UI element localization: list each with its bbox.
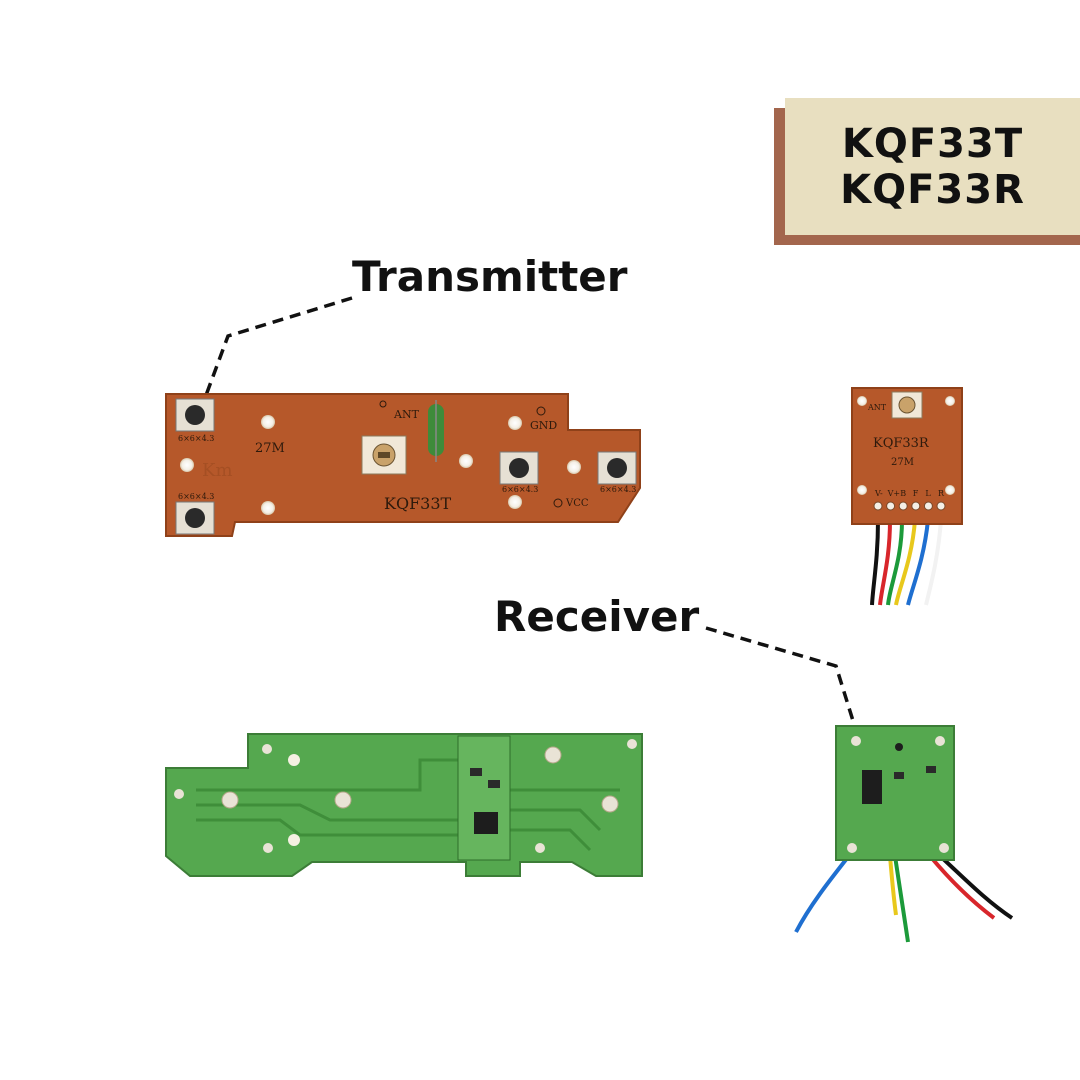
tact-button-bottom-left [175,501,215,535]
tact-button-mid [499,451,539,485]
rx-pin-5: R [938,489,945,498]
rx-pin-pad-0 [873,501,883,511]
receiver-callout: Receiver [494,592,700,641]
rx-pin-1: V+ [887,489,900,498]
receiver-ic [862,770,882,804]
transmitter-board-top: 27M KQF33T ANT GND VCC 6×6×4.3 6×6×4.3 6… [165,393,641,537]
tact-button-right [597,451,637,485]
transmitter-leader-line [203,296,353,399]
transmitter-board-bottom [165,733,643,877]
tx-gnd-label: GND [530,419,557,432]
inductor [428,400,444,462]
transmitter-callout: Transmitter [352,252,628,301]
rx-pin-pad-1 [886,501,896,511]
receiver-board-bottom [794,725,1014,943]
rx-pin-4: L [925,489,931,498]
watermark: Km [202,460,233,481]
model-badge: KQF33T KQF33R [785,98,1080,235]
tuning-coil [361,435,407,475]
tx-ant-label: ANT [393,408,420,421]
rx-pin-0: V- [874,489,883,498]
receiver-leader-line [705,626,856,725]
rx-pin-pad-5 [936,501,946,511]
tx-model-label: KQF33T [384,494,452,513]
tact-button-top-left [175,398,215,432]
rx-pin-pad-2 [898,501,908,511]
rx-ant-label: ANT [867,403,887,412]
tx-button-size-3: 6×6×4.3 [502,485,538,494]
rx-freq-label: 27M [891,457,914,468]
rx-pin-2: B [900,489,906,498]
rx-pin-pad-4 [923,501,933,511]
tx-vcc-label: VCC [565,498,589,509]
badge-line-2: KQF33R [840,166,1025,213]
rx-model-label: KQF33R [873,436,930,451]
tx-button-size-1: 6×6×4.3 [178,434,214,443]
badge-line-1: KQF33T [841,120,1024,167]
receiver-tuning-coil [891,391,923,419]
tx-button-size-2: 6×6×4.3 [178,492,214,501]
tx-button-size-4: 6×6×4.3 [600,485,636,494]
rx-pin-3: F [913,489,919,498]
rx-pin-pad-3 [911,501,921,511]
tx-freq-label: 27M [255,441,285,456]
transmitter-ic [474,812,498,834]
